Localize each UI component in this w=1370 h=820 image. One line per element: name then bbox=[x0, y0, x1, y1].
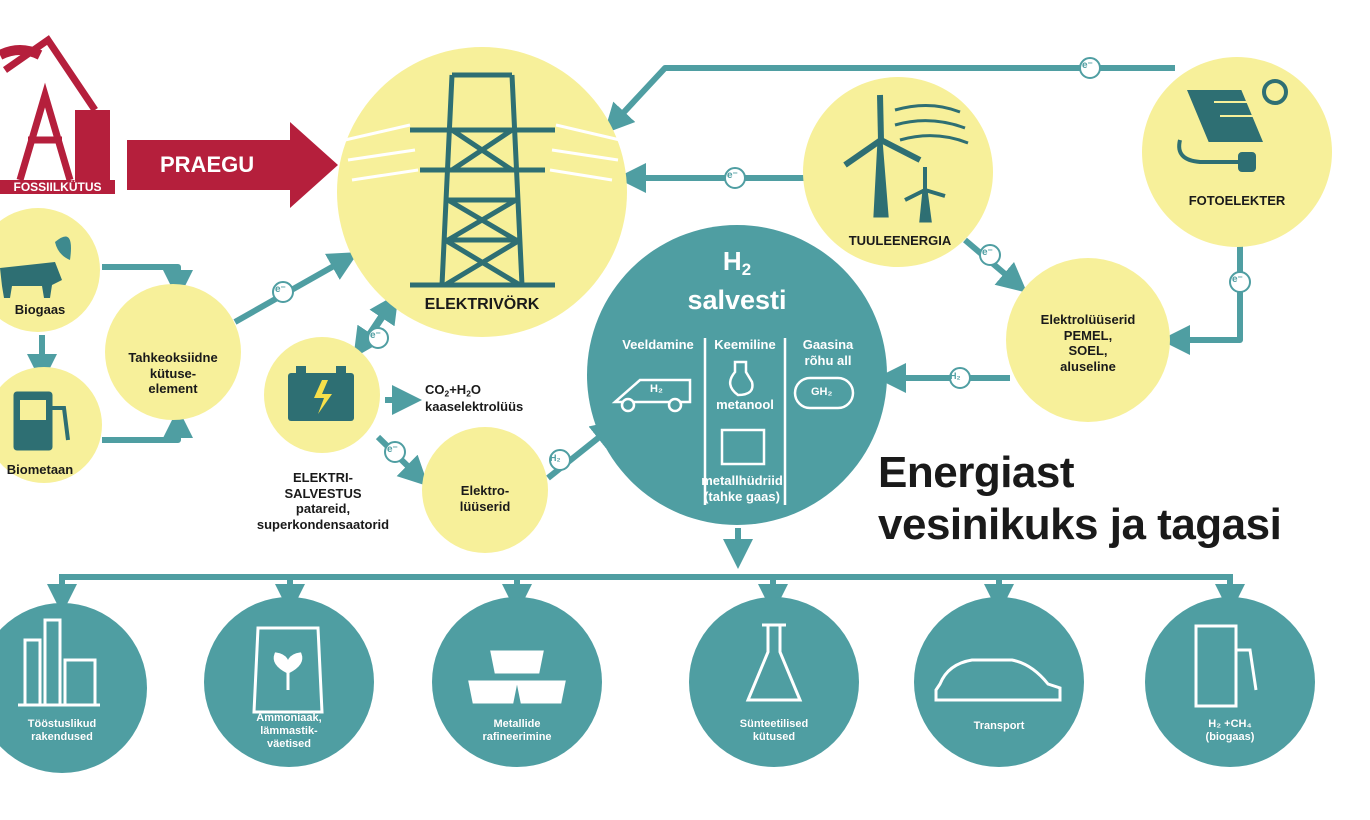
e-tag: e⁻ bbox=[370, 330, 381, 341]
h2-tag: H₂ bbox=[550, 453, 561, 463]
biogas-to-fuelcell-line bbox=[102, 264, 193, 300]
bottom-icons bbox=[18, 618, 1258, 714]
wind-label: TUULEENERGIA bbox=[848, 233, 952, 248]
h2-title: H2 bbox=[722, 246, 752, 280]
hydride-icon bbox=[720, 428, 766, 466]
factory-icon bbox=[18, 618, 100, 707]
praegu-label: PRAEGU bbox=[160, 152, 255, 177]
tank-icon bbox=[793, 376, 855, 410]
fertilizer-bag-icon bbox=[252, 626, 324, 714]
e-tag: e⁻ bbox=[982, 247, 993, 258]
e-tag: e⁻ bbox=[727, 170, 738, 181]
power-lines-icon bbox=[344, 123, 621, 182]
transport-circle bbox=[914, 597, 1084, 767]
hydrides-label: metallhüdriid(tahke gaas) bbox=[701, 473, 783, 504]
fossil-banner bbox=[0, 180, 115, 194]
col-liquefaction: Veeldamine bbox=[622, 337, 694, 352]
power-pylon-icon bbox=[410, 72, 555, 288]
grid-label: ELEKTRIVÖRK bbox=[424, 296, 540, 313]
fuelcell-circle bbox=[105, 284, 241, 420]
grid-circle bbox=[337, 47, 627, 337]
cow-icon bbox=[0, 236, 71, 298]
title-line1: Energiast bbox=[878, 448, 1075, 497]
h2-storage-circle bbox=[587, 225, 887, 525]
methanol-label: metanool bbox=[716, 397, 774, 412]
battery-icon bbox=[288, 366, 354, 421]
car-icon bbox=[934, 658, 1062, 702]
fossil-label: FOSSIILKÜTUS bbox=[13, 180, 102, 194]
title-line2: vesinikuks ja tagasi bbox=[878, 500, 1282, 549]
small-electrolyzer-label: Elektro-lüüserid bbox=[459, 483, 511, 514]
fuel-pump-icon bbox=[13, 391, 70, 451]
chem-flask-icon bbox=[745, 623, 803, 702]
bottom-label-h2mix: H₂ +CH₄(biogaas) bbox=[1205, 718, 1255, 744]
truck-icon bbox=[611, 378, 692, 404]
flask-icon bbox=[729, 360, 754, 397]
e-tag: e⁻ bbox=[1082, 60, 1093, 71]
co2-label: CO2+H2O kaaselektrolüüs bbox=[425, 382, 524, 414]
praegu-arrow bbox=[127, 122, 338, 208]
oil-pump-icon bbox=[0, 35, 110, 182]
storage-grid-line bbox=[359, 293, 399, 350]
wind-turbine-icon bbox=[843, 94, 969, 223]
h2-tag: H₂ bbox=[950, 371, 961, 381]
solar-panel-icon bbox=[1177, 79, 1288, 172]
biomethane-to-fuelcell-line bbox=[102, 408, 193, 443]
metal-bars-icon bbox=[468, 650, 566, 704]
truck-h2-label: H₂ bbox=[650, 383, 663, 395]
industry-circle bbox=[0, 603, 147, 773]
bottom-label-transport: Transport bbox=[973, 720, 1025, 732]
solar-to-grid-line bbox=[603, 65, 1175, 134]
solar-to-electrolyzer-line bbox=[1160, 238, 1243, 355]
tank-label: GH₂ bbox=[811, 386, 833, 398]
storage-label: ELEKTRI-SALVESTUS patareid,superkondensa… bbox=[256, 470, 390, 532]
bottom-label-ammonia: Ammoniaak,lämmastik-väetised bbox=[256, 712, 322, 751]
biogas-label: Biogaas bbox=[14, 302, 66, 317]
wind-circle bbox=[803, 77, 993, 267]
flow-tags bbox=[272, 57, 1251, 471]
col-chemical: Keemiline bbox=[714, 337, 776, 352]
e-tag: e⁻ bbox=[1232, 274, 1243, 285]
biomethane-label: Biometaan bbox=[6, 462, 74, 477]
h2-name: salvesti bbox=[687, 285, 787, 315]
h2-icons bbox=[611, 338, 855, 505]
synfuels-circle bbox=[689, 597, 859, 767]
right-electrolyzer-circle bbox=[1006, 258, 1170, 422]
solar-circle bbox=[1142, 57, 1332, 247]
e-tag: e⁻ bbox=[387, 444, 398, 455]
charger-icon bbox=[1194, 624, 1258, 708]
small-electrolyzer-circle bbox=[422, 427, 548, 553]
biogas-mix-circle bbox=[1145, 597, 1315, 767]
solar-label: FOTOELEKTER bbox=[1188, 193, 1286, 208]
e-tag: e⁻ bbox=[275, 284, 286, 295]
